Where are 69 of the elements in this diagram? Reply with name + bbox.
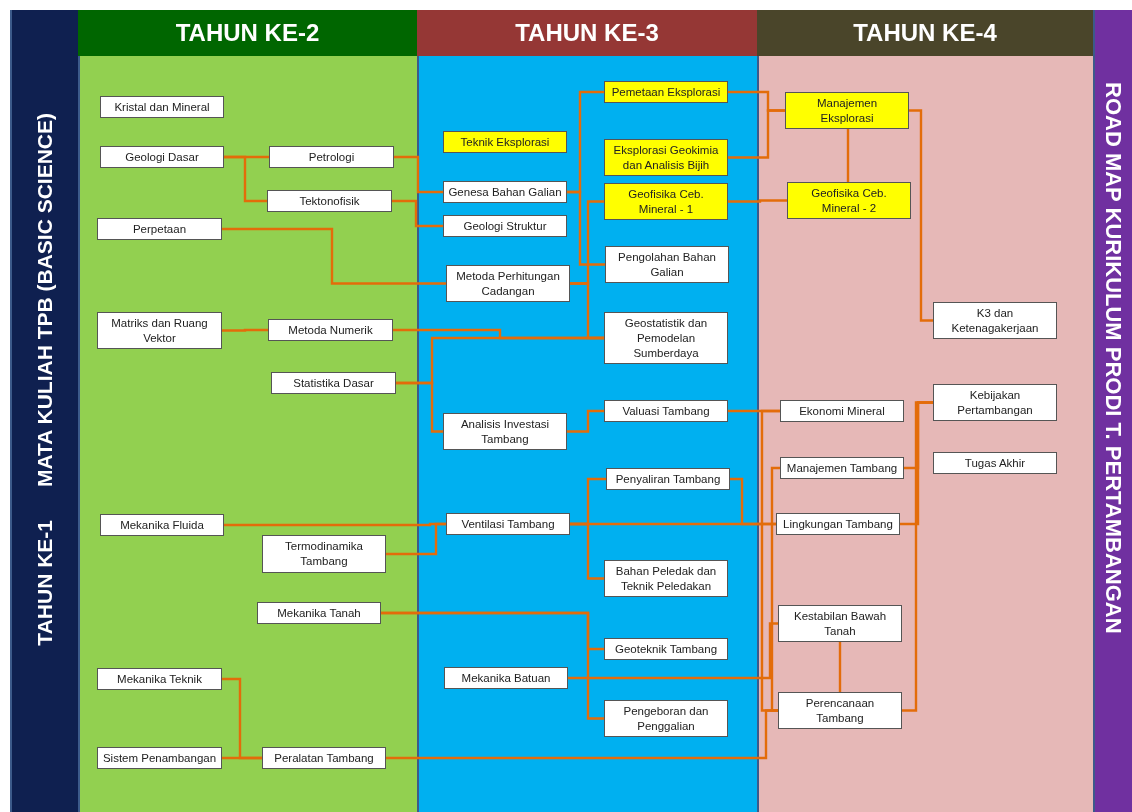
- year-header: TAHUN KE-4: [757, 10, 1093, 56]
- course-box: Termodinamika Tambang: [262, 535, 386, 573]
- course-box: Matriks dan Ruang Vektor: [97, 312, 222, 349]
- course-box: Ventilasi Tambang: [446, 513, 570, 535]
- course-box: Tektonofisik: [267, 190, 392, 212]
- connector-line: [570, 282, 604, 340]
- course-box: Geostatistik dan Pemodelan Sumberdaya: [604, 312, 728, 364]
- course-box: Geoteknik Tambang: [604, 638, 728, 660]
- connector-line: [838, 642, 842, 692]
- connector-line: [396, 381, 443, 433]
- connector-line: [381, 611, 604, 720]
- course-box: Mekanika Batuan: [444, 667, 568, 689]
- connector-line: [386, 522, 446, 556]
- course-box: Peralatan Tambang: [262, 747, 386, 769]
- connector-line: [394, 155, 443, 194]
- connector-line: [728, 199, 787, 203]
- course-box: Pemetaan Eksplorasi: [604, 81, 728, 103]
- course-box: Perencanaan Tambang: [778, 692, 902, 729]
- connector-line: [902, 401, 933, 712]
- course-box: Teknik Eksplorasi: [443, 131, 567, 153]
- connector-line: [222, 756, 262, 760]
- course-box: Bahan Peledak dan Teknik Peledakan: [604, 560, 728, 597]
- connector-line: [567, 409, 604, 433]
- course-box: Kestabilan Bawah Tanah: [778, 605, 902, 642]
- course-box: Tugas Akhir: [933, 452, 1057, 474]
- course-box: Metoda Numerik: [268, 319, 393, 341]
- course-box: Mekanika Tanah: [257, 602, 381, 624]
- connector-line: [224, 155, 267, 203]
- course-box: Petrologi: [269, 146, 394, 168]
- connector-line: [760, 409, 780, 712]
- course-box: Mekanika Teknik: [97, 668, 222, 690]
- course-box: Genesa Bahan Galian: [443, 181, 567, 203]
- course-box: Analisis Investasi Tambang: [443, 413, 567, 450]
- connector-line: [909, 109, 933, 322]
- connector-line: [770, 466, 780, 712]
- course-box: Pengeboran dan Penggalian: [604, 700, 728, 737]
- connector-line: [392, 199, 443, 228]
- course-box: Manajemen Tambang: [780, 457, 904, 479]
- connector-line: [568, 622, 778, 680]
- course-box: Geologi Dasar: [100, 146, 224, 168]
- course-box: Lingkungan Tambang: [776, 513, 900, 535]
- course-box: Mekanika Fluida: [100, 514, 224, 536]
- year-header: TAHUN KE-3: [417, 10, 757, 56]
- connector-line: [222, 328, 268, 332]
- year-label: TAHUN KE-1: [33, 520, 57, 646]
- course-box: Sistem Penambangan: [97, 747, 222, 769]
- connector-line: [846, 129, 850, 182]
- course-box: Metoda Perhitungan Cadangan: [446, 265, 570, 302]
- course-box: Manajemen Eksplorasi: [785, 92, 909, 129]
- course-box: Eksplorasi Geokimia dan Analisis Bijih: [604, 139, 728, 176]
- band-label: MATA KULIAH TPB (BASIC SCIENCE): [33, 113, 57, 488]
- connector-line: [728, 109, 785, 159]
- connector-line: [222, 227, 446, 285]
- course-box: Pengolahan Bahan Galian: [605, 246, 729, 283]
- year-header: TAHUN KE-2: [78, 10, 417, 56]
- course-box: Geofisika Ceb. Mineral - 2: [787, 182, 911, 219]
- course-box: Geofisika Ceb. Mineral - 1: [604, 183, 728, 220]
- course-box: Geologi Struktur: [443, 215, 567, 237]
- course-box: Statistika Dasar: [271, 372, 396, 394]
- course-box: Perpetaan: [97, 218, 222, 240]
- course-box: Kristal dan Mineral: [100, 96, 224, 118]
- course-box: Kebijakan Pertambangan: [933, 384, 1057, 421]
- course-box: Valuasi Tambang: [604, 400, 728, 422]
- course-box: Penyaliran Tambang: [606, 468, 730, 490]
- course-box: K3 dan Ketenagakerjaan: [933, 302, 1057, 339]
- course-box: Ekonomi Mineral: [780, 400, 904, 422]
- connector-line: [730, 477, 776, 526]
- diagram-title: ROAD MAP KURIKULUM PRODI T. PERTAMBANGAN: [1100, 82, 1126, 634]
- connector-line: [567, 190, 605, 266]
